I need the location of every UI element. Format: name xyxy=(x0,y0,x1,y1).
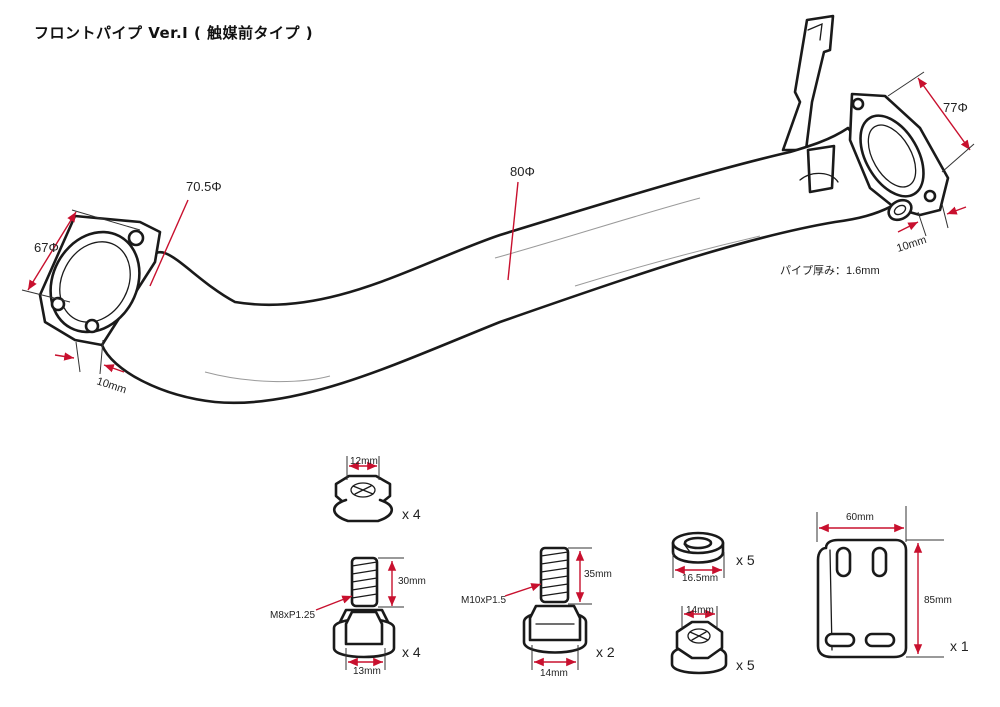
nut-14-width: 14mm xyxy=(686,605,714,616)
outlet-bracket xyxy=(781,14,835,152)
bolt-m8-head: 13mm xyxy=(353,666,381,677)
washer-size: 16.5mm xyxy=(682,573,718,584)
dim-67: 67Φ xyxy=(34,240,59,255)
plate-qty: x 1 xyxy=(950,638,969,654)
washer-qty: x 5 xyxy=(736,552,755,568)
bolt-m10: 35mm 14mm M10xP1.5 x 2 xyxy=(461,546,615,679)
dim-out-10: 10mm xyxy=(895,234,928,255)
dim-in-10: 10mm xyxy=(95,375,128,396)
bolt-m8: 30mm 13mm M8xP1.25 x 4 xyxy=(270,556,426,677)
nut-12-qty: x 4 xyxy=(402,506,421,522)
mounting-plate: 60mm 85mm x 1 xyxy=(816,506,969,659)
nut-14: 14mm x 5 xyxy=(670,605,755,675)
bolt-m10-head: 14mm xyxy=(540,668,568,679)
bolt-m8-qty: x 4 xyxy=(402,644,421,660)
plate-width: 60mm xyxy=(846,512,874,523)
dim-80: 80Φ xyxy=(510,164,535,179)
bolt-m10-thread: M10xP1.5 xyxy=(461,595,506,606)
nut-12-width: 12mm xyxy=(350,456,378,467)
dim-77: 77Φ xyxy=(943,100,968,115)
bolt-m8-thread: M8xP1.25 xyxy=(270,610,315,621)
bolt-m8-length: 30mm xyxy=(398,576,426,587)
pipe-dimensions: 67Φ 70.5Φ 80Φ 77Φ 10mm 10mm パイプ厚み：1.6mm xyxy=(21,71,975,396)
dim-70-5: 70.5Φ xyxy=(186,179,222,194)
plate-height: 85mm xyxy=(924,595,952,606)
bolt-m10-length: 35mm xyxy=(584,569,612,580)
front-pipe xyxy=(38,14,950,405)
page-title: フロントパイプ Ver.Ⅰ ( 触媒前タイプ ) xyxy=(34,24,314,42)
nut-12: 12mm x 4 xyxy=(332,456,421,523)
spring-washer: 16.5mm x 5 xyxy=(671,531,755,584)
bolt-m10-qty: x 2 xyxy=(596,644,615,660)
pipe-thickness-note: パイプ厚み：1.6mm xyxy=(780,264,880,277)
nut-14-qty: x 5 xyxy=(736,657,755,673)
